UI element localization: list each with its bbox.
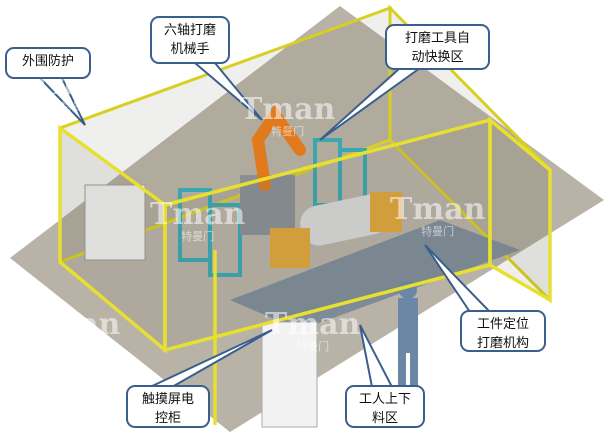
callout-cabinet: 触摸屏电 控柜 — [126, 385, 210, 428]
callout-text: 机械手 — [170, 42, 210, 57]
tool-rack-left — [178, 188, 242, 277]
callout-text: 控柜 — [154, 411, 181, 426]
fixture-bed — [230, 220, 520, 330]
callout-perimeter: 外围防护 — [5, 47, 91, 79]
callout-fixture: 工件定位 打磨机构 — [460, 310, 546, 352]
callout-text: 外围防护 — [21, 54, 74, 69]
workpiece-cylinder — [300, 194, 390, 246]
gearbox-left — [270, 228, 310, 268]
callout-robot: 六轴打磨 机械手 — [150, 16, 230, 64]
callout-text: 料区 — [371, 411, 398, 426]
gearbox-right — [370, 192, 402, 232]
touchscreen-cabinet — [261, 321, 318, 428]
callout-text: 六轴打磨 — [163, 23, 216, 38]
callout-loading: 工人上下 料区 — [345, 385, 425, 428]
electric-cabinet-back — [84, 184, 146, 261]
callout-text: 触摸屏电 — [141, 392, 194, 407]
callout-text: 动快换区 — [411, 50, 464, 65]
callout-text: 打磨工具自 — [404, 31, 470, 46]
robot-arm — [251, 104, 306, 191]
fence-front — [58, 116, 552, 425]
callout-text: 工件定位 — [476, 317, 529, 332]
callout-text: 打磨机构 — [476, 336, 529, 351]
callout-tool-change: 打磨工具自 动快换区 — [385, 24, 490, 70]
callout-text: 工人上下 — [358, 392, 411, 407]
